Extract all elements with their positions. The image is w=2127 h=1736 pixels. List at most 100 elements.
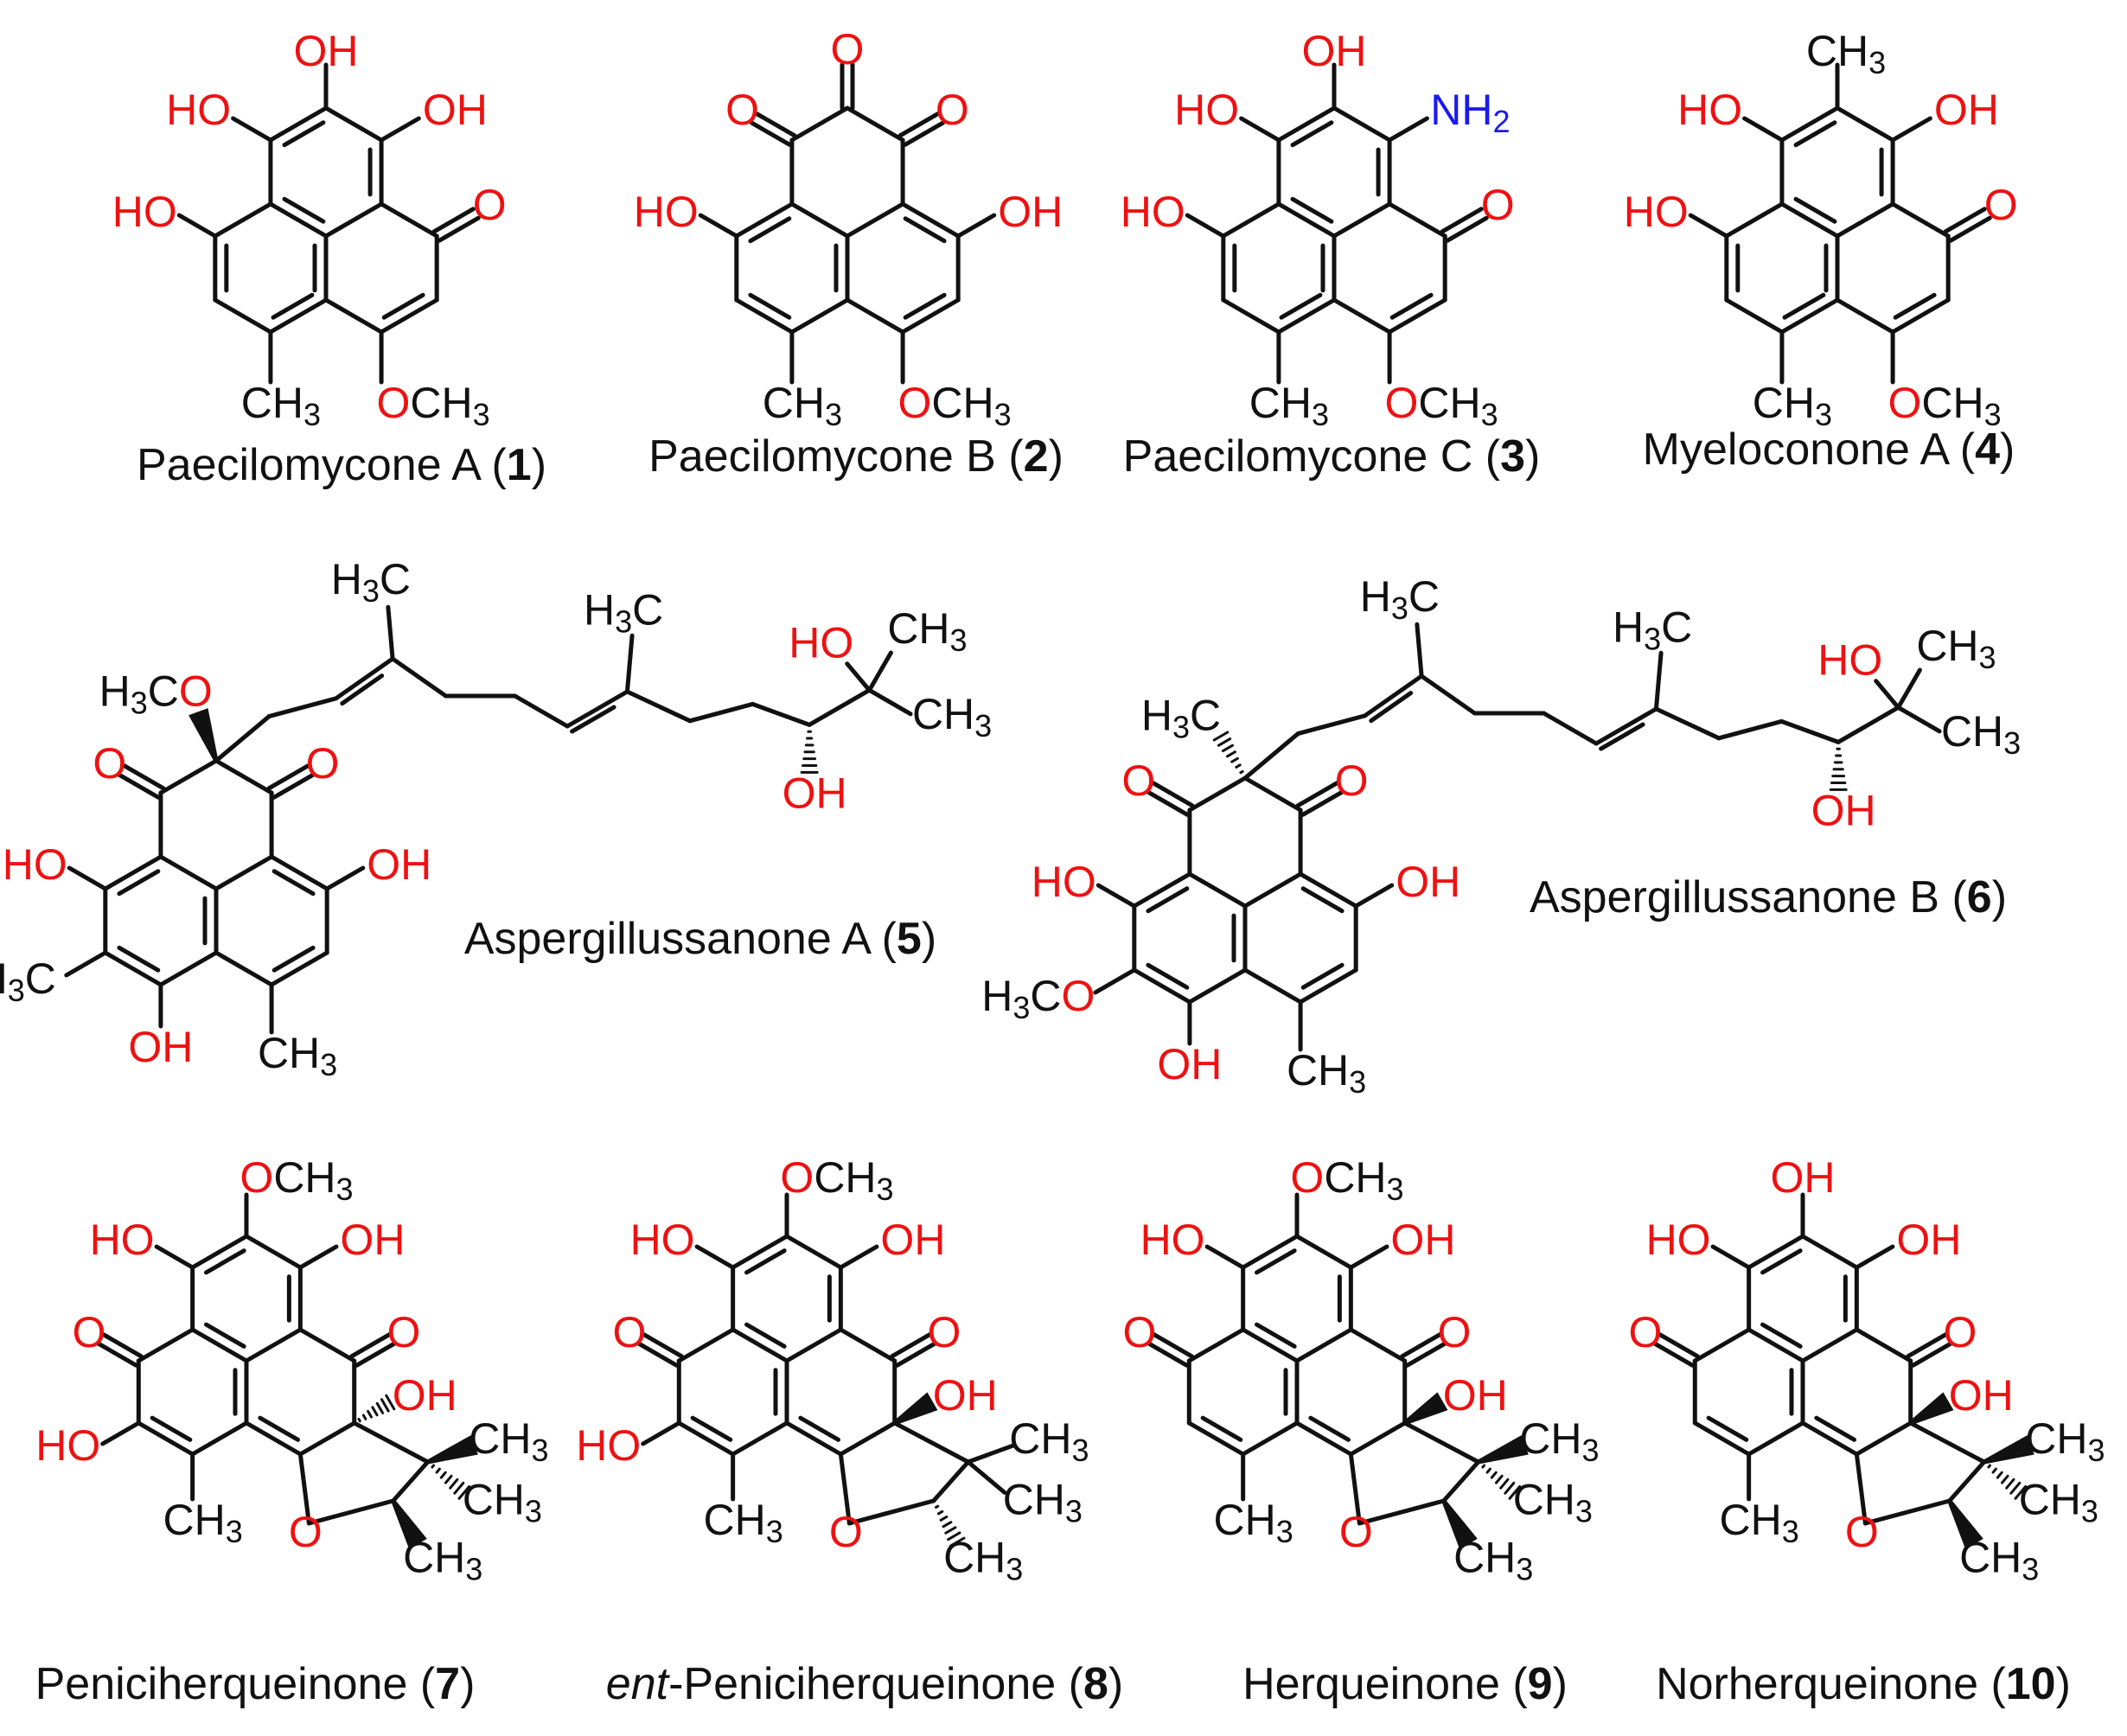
hash-bond xyxy=(444,1474,453,1484)
bond xyxy=(190,1420,249,1457)
atom-label: CH3 xyxy=(1453,1534,1533,1586)
caption-number: 10 xyxy=(2006,1659,2056,1709)
hash-bond xyxy=(1987,1464,1992,1469)
hash-bond xyxy=(439,1471,447,1479)
compound-caption: Paecilomycone C (3) xyxy=(1123,431,1541,482)
double-bond xyxy=(636,1341,679,1368)
bond xyxy=(1095,883,1137,909)
hash-bond xyxy=(2000,1474,2009,1484)
bond xyxy=(391,1459,431,1503)
bond xyxy=(1747,1234,1805,1270)
bond xyxy=(214,758,274,795)
atom-label: O xyxy=(1121,756,1155,805)
hash-bond xyxy=(936,1509,944,1516)
hash-bond xyxy=(1239,769,1244,775)
bond xyxy=(838,1452,852,1526)
double-bond xyxy=(340,673,385,706)
atom-label: H3CO xyxy=(99,667,213,720)
bond xyxy=(1419,673,1478,716)
atom-label: O xyxy=(1845,1508,1879,1556)
wedge-bond xyxy=(1983,1435,2034,1465)
atom-label: CH3 xyxy=(704,1496,783,1548)
double-bond xyxy=(903,216,947,244)
atom-label: O xyxy=(306,739,340,788)
bond xyxy=(1653,706,1721,741)
atom-label: CH3 xyxy=(1806,27,1886,80)
atom-label: OCH3 xyxy=(1385,379,1498,431)
bond xyxy=(1242,731,1300,781)
double-bond xyxy=(748,216,792,244)
bond xyxy=(676,1420,736,1457)
hash-bond xyxy=(939,1515,949,1522)
bond xyxy=(1204,1244,1246,1270)
atom-label: HO xyxy=(789,619,853,667)
double-bond xyxy=(282,120,326,148)
wedge-bond xyxy=(1477,1435,1529,1465)
double-bond xyxy=(1200,1415,1243,1442)
bond xyxy=(190,1234,249,1270)
bond xyxy=(386,604,395,661)
bond xyxy=(323,201,384,239)
atom-label: HO xyxy=(1140,1216,1205,1264)
bond xyxy=(1800,1420,1859,1457)
bond xyxy=(1276,201,1337,239)
double-bond xyxy=(271,772,316,800)
bond xyxy=(624,633,635,694)
bond xyxy=(214,950,274,987)
bond xyxy=(1441,1459,1481,1503)
double-bond xyxy=(897,112,940,138)
bond xyxy=(214,714,271,763)
double-bond xyxy=(890,1332,932,1359)
bond xyxy=(845,201,905,239)
bond xyxy=(866,687,913,717)
double-bond xyxy=(117,772,161,800)
hash-bond xyxy=(1230,756,1239,763)
bond xyxy=(158,758,219,795)
atom-label: CH3 xyxy=(1941,707,2021,760)
hash-bond xyxy=(453,1481,465,1495)
caption-number: 7 xyxy=(435,1659,460,1709)
double-bond xyxy=(1369,691,1414,724)
bond xyxy=(1242,871,1303,909)
caption-prefix: ent xyxy=(606,1659,671,1709)
bond xyxy=(1187,871,1248,909)
double-bond xyxy=(903,120,945,147)
caption-name: Aspergillussanone B ( xyxy=(1530,872,1968,922)
caption-number: 3 xyxy=(1500,431,1525,482)
bond xyxy=(624,689,693,724)
bond xyxy=(1594,706,1658,746)
bond xyxy=(213,201,273,239)
atom-label: O xyxy=(613,1308,647,1356)
bond xyxy=(231,116,273,143)
double-bond xyxy=(798,1415,841,1442)
atom-label: OH xyxy=(1949,1371,2014,1420)
bond xyxy=(784,1234,843,1270)
atom-label: OH xyxy=(423,86,488,134)
bond xyxy=(1542,711,1599,746)
atom-label: OH xyxy=(998,188,1063,236)
bond xyxy=(1800,1327,1859,1363)
bond xyxy=(1836,705,1900,744)
atom-label: HO xyxy=(1646,1216,1711,1264)
atom-label: OH xyxy=(1934,86,1999,134)
bond xyxy=(1348,1420,1408,1457)
bond xyxy=(103,854,163,891)
bond xyxy=(323,297,384,335)
atom-label: OH xyxy=(1390,1216,1455,1264)
atom-label: O xyxy=(829,1508,863,1556)
caption-number: 5 xyxy=(897,914,922,964)
double-bond xyxy=(431,207,476,234)
bond xyxy=(1241,1420,1300,1457)
bond xyxy=(1779,718,1841,744)
double-bond xyxy=(1300,789,1345,817)
double-bond xyxy=(1308,1415,1351,1442)
wedge-bond xyxy=(426,1435,478,1465)
double-bond xyxy=(271,292,315,320)
bond xyxy=(1895,705,1942,734)
atom-label: HO xyxy=(1121,188,1185,236)
atom-label: O xyxy=(928,1308,961,1356)
atom-label: OH xyxy=(1896,1216,1961,1264)
hash-bond xyxy=(1217,737,1232,747)
